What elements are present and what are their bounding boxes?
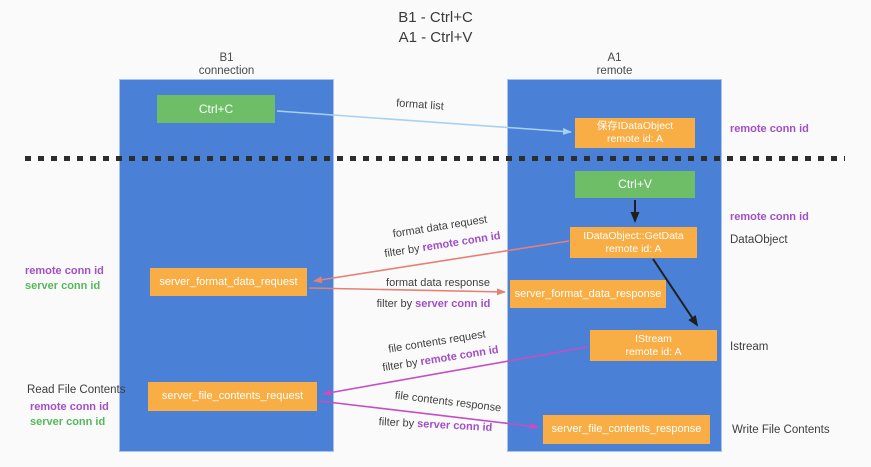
ctrl-c-node: Ctrl+C [157,95,275,123]
format-list-label: format list [395,97,445,113]
diagram-title-line1: B1 - Ctrl+C [398,9,473,26]
remote-conn-id-annotation-top: remote conn id [730,123,809,135]
server-file-contents-request-node: server_file_contents_request [148,382,317,411]
diagram-title-line2: A1 - Ctrl+V [398,29,473,46]
server-format-data-response-node: server_format_data_response [510,280,666,308]
server-conn-id-annotation: server conn id [30,416,106,428]
filter-by-text: filter by [376,298,413,310]
save-idataobject-node: 保存IDataObject remote id: A [575,118,695,148]
left-column-role: connection [198,65,255,77]
file-contents-response-label: file contents response [394,389,502,415]
right-column-name: A1 [607,52,622,64]
phase-divider-dashed-line [25,156,845,161]
right-column-role: remote [596,65,633,77]
left-conn-id-annotation-top: remote conn id server conn id [25,264,104,294]
remote-conn-id-annotation-mid: remote conn id [730,211,809,223]
save-idataobject-line2: remote id: A [606,133,664,145]
format-data-response-filter-label: filter by server conn id [366,298,501,310]
filter-by-text: filter by [381,356,419,375]
server-conn-id-token: server conn id [415,298,491,310]
istream-node: IStream remote id: A [590,330,717,361]
server-conn-id-annotation: server conn id [25,280,101,292]
server-format-data-request-label: server_format_data_request [159,275,298,288]
dataobject-annotation: DataObject [730,234,788,246]
left-conn-id-annotation-bottom: remote conn id server conn id [30,400,109,430]
istream-line2: remote id: A [625,345,682,358]
server-conn-id-token: server conn id [416,418,493,434]
filter-by-text: filter by [378,416,415,430]
ctrl-v-node: Ctrl+V [575,171,695,198]
filter-by-text: filter by [383,242,421,261]
ctrl-c-label: Ctrl+C [198,101,234,116]
file-contents-response-filter-label: filter by server conn id [368,415,503,434]
save-idataobject-line1: 保存IDataObject [596,120,674,132]
right-column-header: A1 remote [507,52,722,78]
write-file-contents-annotation: Write File Contents [732,424,830,436]
istream-line1: IStream [635,332,672,345]
getdata-line2: remote id: A [605,242,662,255]
getdata-line1: IDataObject::GetData [583,229,684,242]
idataobject-getdata-node: IDataObject::GetData remote id: A [570,227,697,258]
server-file-contents-request-label: server_file_contents_request [161,390,304,402]
read-file-contents-annotation: Read File Contents [27,384,126,396]
server-file-contents-response-label: server_file_contents_response [551,423,702,435]
remote-conn-id-annotation: remote conn id [25,265,104,277]
left-column-name: B1 [219,52,234,64]
remote-conn-id-annotation: remote conn id [30,401,109,413]
left-column-header: B1 connection [119,52,334,78]
server-file-contents-response-node: server_file_contents_response [543,415,710,444]
istream-annotation: Istream [730,341,769,353]
server-format-data-response-label: server_format_data_response [514,287,662,300]
format-data-response-label: format data response [386,277,490,289]
ctrl-v-label: Ctrl+V [618,177,652,191]
server-format-data-request-node: server_format_data_request [150,268,307,296]
